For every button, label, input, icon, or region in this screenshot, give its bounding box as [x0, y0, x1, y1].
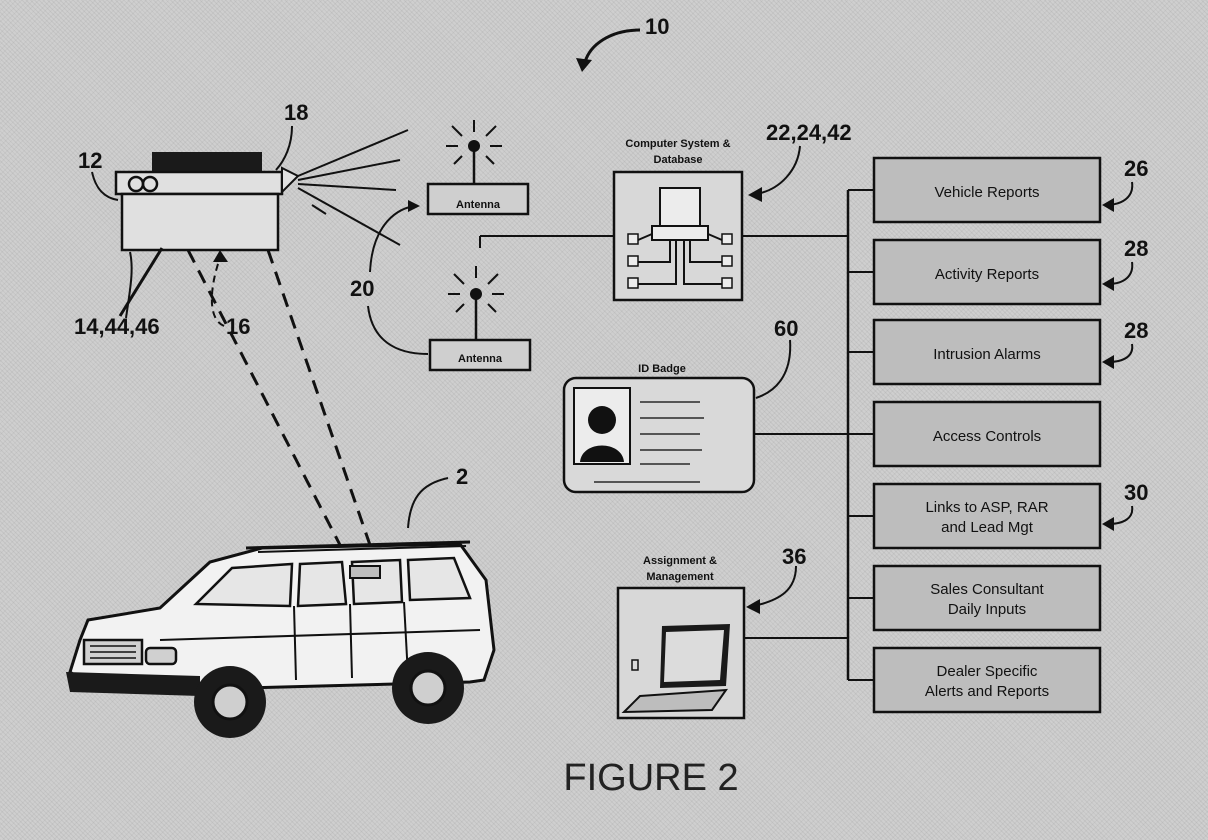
antenna-top: Antenna: [426, 120, 530, 216]
vehicle-ref: 2: [456, 464, 468, 489]
computer-title-line2: Database: [654, 154, 703, 166]
device-ref-main: 12: [78, 148, 102, 173]
report-ref-activity: 28: [1124, 236, 1148, 261]
report-intrusion-alarms: Intrusion Alarms: [872, 318, 1102, 386]
person-icon: [588, 406, 616, 434]
svg-text:Links to ASP, RAR: Links to ASP, RAR: [925, 499, 1048, 516]
antenna-top-label: Antenna: [456, 199, 501, 211]
device-lid: [114, 170, 284, 196]
vehicle-bumper: [66, 672, 200, 696]
laptop-title-line2: Management: [646, 571, 714, 583]
svg-text:Alerts and Reports: Alerts and Reports: [925, 683, 1049, 700]
report-dealer-specific: Dealer Specific Alerts and Reports: [872, 646, 1102, 714]
svg-text:Sales Consultant: Sales Consultant: [930, 581, 1044, 598]
tracking-device: 12 18 14,44,46 16: [74, 100, 308, 339]
report-list: Vehicle Reports Activity Reports Intrusi…: [872, 156, 1102, 714]
connections: [479, 189, 874, 681]
laptop-title-line1: Assignment &: [643, 555, 717, 567]
vehicle-windshield: [193, 562, 294, 608]
wireless-signals: [297, 129, 409, 246]
device-ref-top: 18: [284, 100, 308, 125]
report-links-asp-rar: Links to ASP, RAR and Lead Mgt: [872, 482, 1102, 550]
device-ref-bottom-right: 16: [226, 314, 250, 339]
antenna-bottom-label: Antenna: [458, 353, 503, 365]
report-refs: 26 28 28 30: [1102, 156, 1148, 531]
antenna-ref: 20: [350, 276, 374, 301]
vehicle-suv: 2: [66, 464, 496, 738]
svg-text:Access Controls: Access Controls: [933, 428, 1041, 445]
database-server-icon: [659, 187, 701, 227]
vehicle-link: [186, 249, 372, 546]
report-access-controls: Access Controls: [872, 400, 1102, 468]
assignment-laptop: Assignment & Management 36: [616, 544, 806, 720]
id-badge-text-lines: [594, 401, 704, 483]
laptop-keyboard-icon: [621, 688, 729, 714]
id-badge: ID Badge 60: [562, 316, 798, 494]
svg-text:and Lead Mgt: and Lead Mgt: [941, 519, 1034, 536]
computer-ref: 22,24,42: [766, 120, 852, 145]
report-ref-intrusion: 28: [1124, 318, 1148, 343]
svg-text:Activity Reports: Activity Reports: [935, 266, 1039, 283]
svg-text:Vehicle Reports: Vehicle Reports: [934, 184, 1039, 201]
vehicle-tag-icon: [349, 565, 381, 579]
id-badge-title: ID Badge: [638, 363, 686, 375]
device-body: [120, 192, 280, 252]
antenna-bottom: Antenna: [428, 266, 532, 372]
device-top-panel: [152, 152, 262, 172]
antenna-ref-group: 20: [350, 200, 429, 355]
computer-system: Computer System & Database 22,24,42: [612, 120, 852, 302]
device-ref-bottom-left: 14,44,46: [74, 314, 160, 339]
system-ref: 10: [645, 14, 669, 39]
report-sales-consultant: Sales Consultant Daily Inputs: [872, 564, 1102, 632]
report-ref-vehicle: 26: [1124, 156, 1148, 181]
antenna-top-emitter: [468, 140, 480, 152]
device-indicator-2: [141, 175, 159, 193]
antenna-bottom-emitter: [470, 288, 482, 300]
network-node-icons: [627, 233, 733, 289]
report-activity-reports: Activity Reports: [872, 238, 1102, 306]
report-ref-links: 30: [1124, 480, 1148, 505]
vehicle-headlight: [144, 646, 178, 666]
computer-title-line1: Computer System &: [625, 138, 730, 150]
report-vehicle-reports: Vehicle Reports: [872, 156, 1102, 224]
laptop-ref: 36: [782, 544, 806, 569]
system-ref-group: 10: [576, 14, 669, 72]
svg-text:Dealer Specific: Dealer Specific: [937, 663, 1038, 680]
svg-text:Intrusion Alarms: Intrusion Alarms: [933, 346, 1041, 363]
figure-caption: FIGURE 2: [563, 757, 738, 799]
id-badge-ref: 60: [774, 316, 798, 341]
svg-text:Daily Inputs: Daily Inputs: [948, 601, 1026, 618]
